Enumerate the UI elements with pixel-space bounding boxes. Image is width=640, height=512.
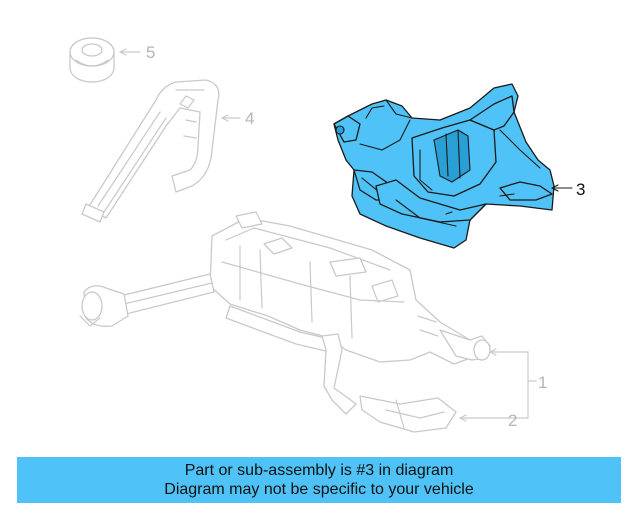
- banner-line-1: Part or sub-assembly is #3 in diagram: [184, 462, 454, 479]
- callout-3: 3: [576, 180, 585, 199]
- callout-2: 2: [508, 411, 517, 430]
- part-4-bracket: [81, 79, 220, 223]
- callout-5: 5: [146, 43, 155, 62]
- callout-arrow-4: [221, 114, 229, 122]
- part-3-housing: [333, 83, 555, 249]
- parts-diagram: 5 4 1: [69, 37, 585, 433]
- callout-1: 1: [538, 373, 547, 392]
- part-5-grommet: [69, 37, 115, 83]
- callout-arrow-3: [551, 184, 559, 192]
- banner-line-2: Diagram may not be specific to your vehi…: [164, 481, 474, 498]
- callout-4: 4: [245, 109, 254, 128]
- info-banner: Part or sub-assembly is #3 in diagram Di…: [17, 457, 621, 503]
- callout-arrow-2: [459, 414, 467, 422]
- callout-arrow-1a: [489, 348, 497, 356]
- steering-column-assembly: [79, 211, 491, 433]
- callout-arrow-5: [119, 48, 127, 56]
